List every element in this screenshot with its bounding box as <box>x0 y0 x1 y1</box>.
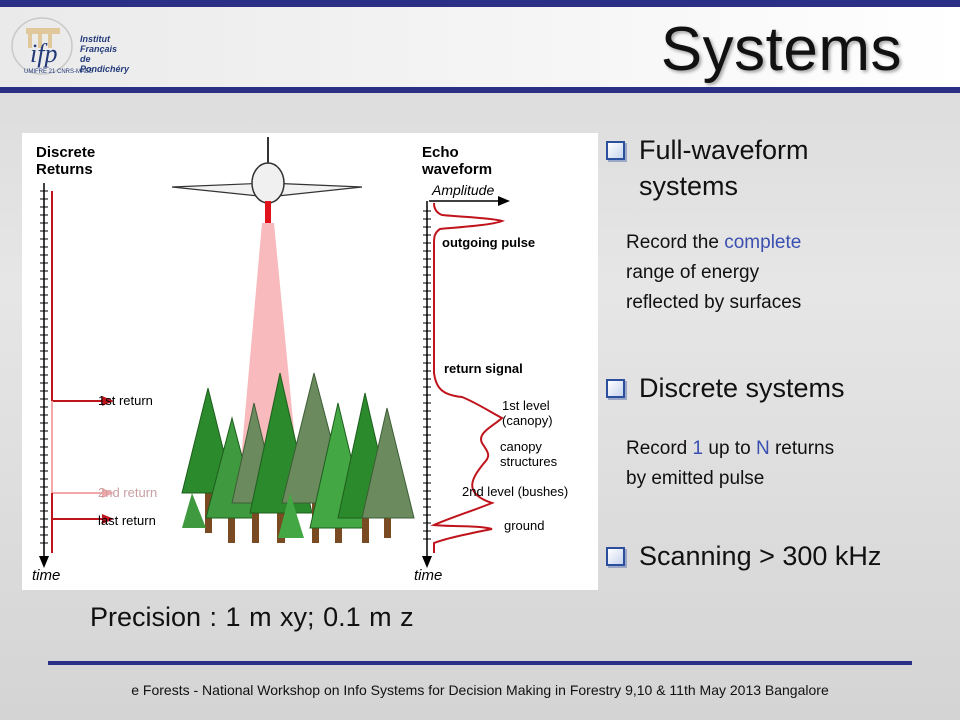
top-accent-bar <box>0 0 960 7</box>
full-desc-part-a: Record the <box>626 232 725 253</box>
logo-name: Institut Français de Pondichéry <box>80 34 138 74</box>
outgoing-pulse-label: outgoing pulse <box>442 235 535 250</box>
bullet-discrete: Discrete systems <box>606 370 845 406</box>
first-return-text: 1st return <box>98 393 153 408</box>
left-time-label: time <box>32 567 60 584</box>
airplane-icon <box>171 137 363 223</box>
bullet-discrete-text: Discrete systems <box>639 373 845 403</box>
title-rule <box>0 87 960 93</box>
right-time-axis <box>422 201 432 568</box>
bullet-scanning: Scanning > 300 kHz <box>606 538 881 574</box>
second-return-marker <box>51 401 114 498</box>
lidar-diagram: Discrete Returns time 1st return 1st ret… <box>22 133 598 590</box>
left-title-2: Returns <box>36 161 93 178</box>
checkbox-bullet-icon <box>606 379 625 398</box>
amplitude-axis <box>429 196 510 206</box>
title-band <box>0 7 960 87</box>
logo-line-2: Français <box>80 44 118 54</box>
discrete-desc-part-c: up to <box>703 438 756 459</box>
return-signal-label: return signal <box>444 361 523 376</box>
amplitude-label: Amplitude <box>431 182 494 198</box>
precision-text: Precision : 1 m xy; 0.1 m z <box>90 602 414 632</box>
bullet-full-waveform: Full-waveform systems <box>606 132 809 204</box>
last-return-text: last return <box>98 513 156 528</box>
bullet-scanning-text: Scanning > 300 kHz <box>639 541 882 571</box>
first-level-label-1: 1st level <box>502 398 550 413</box>
discrete-desc-part-f: by emitted pulse <box>626 468 765 489</box>
footer-text: e Forests - National Workshop on Info Sy… <box>131 682 829 698</box>
first-return-marker <box>51 191 114 406</box>
right-time-label: time <box>414 567 442 584</box>
logo-monogram: ifp <box>30 39 57 68</box>
full-desc-highlight: complete <box>724 232 802 253</box>
discrete-desc-part-a: Record <box>626 438 693 459</box>
canopy-label-2: structures <box>500 454 558 469</box>
ground-label: ground <box>504 518 544 533</box>
ifp-logo-icon: ifp <box>11 17 73 75</box>
last-return-marker <box>51 493 114 553</box>
second-return-text: 2nd return <box>98 485 157 500</box>
bullet-full-waveform-line-1: Full-waveform <box>639 135 809 165</box>
logo-line-3: de Pondichéry <box>80 54 130 74</box>
slide-title: Systems <box>660 15 902 84</box>
logo-subtitle: UMIFRE 21 CNRS-MAEE <box>24 69 94 75</box>
discrete-desc-one: 1 <box>692 438 704 459</box>
footer-rule <box>48 661 912 665</box>
full-desc-part-c: range of energy <box>626 262 760 283</box>
full-waveform-description: Record the complete range of energy refl… <box>626 228 801 318</box>
checkbox-bullet-icon <box>606 141 625 160</box>
discrete-description: Record 1 up to N returns by emitted puls… <box>626 434 834 494</box>
first-level-label-2: (canopy) <box>502 413 553 428</box>
discrete-desc-part-e: returns <box>769 438 835 459</box>
canopy-label-1: canopy <box>500 439 542 454</box>
right-title-2: waveform <box>421 161 492 178</box>
left-time-axis <box>39 183 49 568</box>
waveform-curve <box>430 202 506 553</box>
right-title-1: Echo <box>422 144 459 161</box>
full-desc-part-d: reflected by surfaces <box>626 292 802 313</box>
forest-icon <box>181 372 415 543</box>
logo-line-1: Institut <box>80 34 110 44</box>
discrete-desc-n: N <box>755 438 770 459</box>
checkbox-bullet-icon <box>606 547 625 566</box>
left-title-1: Discrete <box>36 144 95 161</box>
second-level-label: 2nd level (bushes) <box>462 484 568 499</box>
ifp-logo: ifp Institut Français de Pondichéry UMIF… <box>8 12 138 82</box>
bullet-full-waveform-line-2: systems <box>639 171 739 201</box>
bullet-full-waveform-text: Full-waveform systems <box>639 132 809 204</box>
